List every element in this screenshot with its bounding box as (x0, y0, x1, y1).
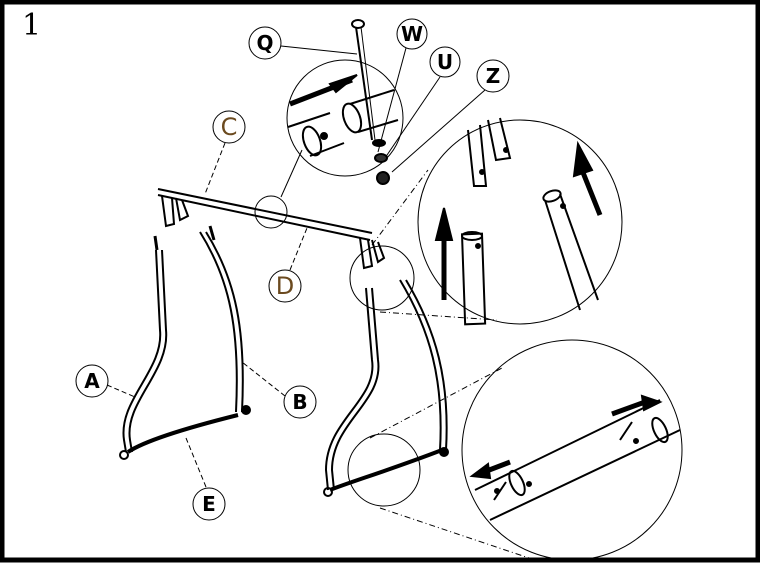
label-A: A (84, 369, 100, 393)
label-Q: Q (256, 31, 273, 55)
detail-circle-upright (417, 119, 623, 325)
label-circle-B (283, 385, 317, 419)
label-U: U (437, 50, 453, 74)
right-frame (323, 279, 449, 497)
upright-detail-art (434, 117, 603, 326)
detail-source-upright (349, 245, 415, 311)
label-D: D (276, 272, 294, 300)
crossbar-detail-art (287, 74, 399, 157)
label-circle-Z (476, 59, 510, 93)
step-number: 1 (22, 8, 41, 43)
label-circle-U (429, 46, 461, 78)
label-circle-C (212, 110, 246, 144)
label-circle-W (396, 18, 428, 50)
label-circle-A (75, 364, 109, 398)
label-circle-D (268, 269, 302, 303)
detail-circle-base (461, 339, 683, 561)
detail-source-crossbar (254, 195, 288, 229)
label-Z: Z (486, 64, 501, 88)
base-detail-art (469, 394, 681, 521)
bolt-hardware (351, 19, 390, 185)
label-circle-Q (248, 26, 282, 60)
label-B: B (292, 390, 307, 414)
label-E: E (202, 492, 216, 516)
crossbar-C-D (157, 188, 386, 270)
detail-circle-crossbar (286, 59, 404, 177)
label-C: C (221, 113, 238, 141)
left-frame-A-B (119, 225, 251, 460)
detail-source-base (347, 433, 421, 507)
label-circle-E (192, 487, 226, 521)
label-W: W (401, 22, 423, 46)
